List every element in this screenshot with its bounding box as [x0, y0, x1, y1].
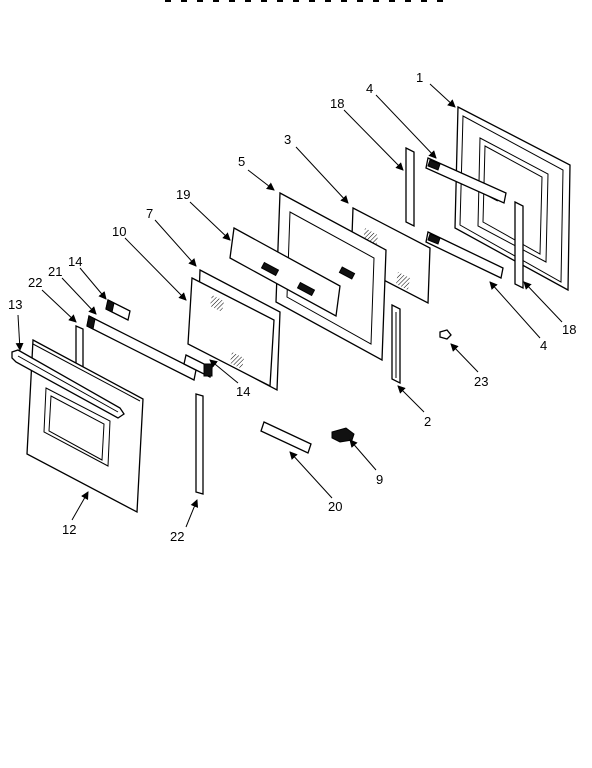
- part-20-vent-cover: [260, 421, 312, 454]
- leader-lines: [15, 83, 563, 528]
- callout-12: 12: [62, 522, 76, 537]
- callout-1: 1: [416, 70, 423, 85]
- callout-19: 19: [176, 187, 190, 202]
- part-2-hinge: [391, 303, 401, 385]
- part-23-screw: [439, 329, 452, 340]
- callout-18-lower: 18: [562, 322, 576, 337]
- callout-22-left: 22: [28, 275, 42, 290]
- callout-5: 5: [238, 154, 245, 169]
- callout-14-upper: 14: [68, 254, 82, 269]
- part-21-door-trim: [86, 315, 197, 381]
- part-18-left-strip: [405, 146, 415, 228]
- callout-7: 7: [146, 206, 153, 221]
- callout-20: 20: [328, 499, 342, 514]
- callout-4-upper: 4: [366, 81, 373, 96]
- callout-10: 10: [112, 224, 126, 239]
- part-22-right-strip: [195, 393, 204, 495]
- part-10-outer-glass: [187, 276, 275, 388]
- part-9-latch: [331, 427, 355, 443]
- callout-18-upper: 18: [330, 96, 344, 111]
- callout-22-right: 22: [170, 529, 184, 544]
- callout-23: 23: [474, 374, 488, 389]
- callout-13: 13: [8, 297, 22, 312]
- callout-4-lower: 4: [540, 338, 547, 353]
- part-13-handle: [11, 349, 125, 419]
- part-14-lower-clip: [183, 354, 213, 378]
- callout-3: 3: [284, 132, 291, 147]
- callout-9: 9: [376, 472, 383, 487]
- callout-14-lower: 14: [236, 384, 250, 399]
- part-4-upper-channel: [425, 157, 507, 204]
- part-4-lower-channel: [425, 231, 504, 279]
- callout-labels: 1 4 18 3 5 19 7 10 14 21 22 13 18 4 23 1…: [8, 70, 576, 544]
- callout-21: 21: [48, 264, 62, 279]
- part-14-upper-clip: [105, 299, 131, 321]
- part-19-baffle: [229, 226, 341, 318]
- callout-2: 2: [424, 414, 431, 429]
- part-18-right-strip: [514, 200, 524, 290]
